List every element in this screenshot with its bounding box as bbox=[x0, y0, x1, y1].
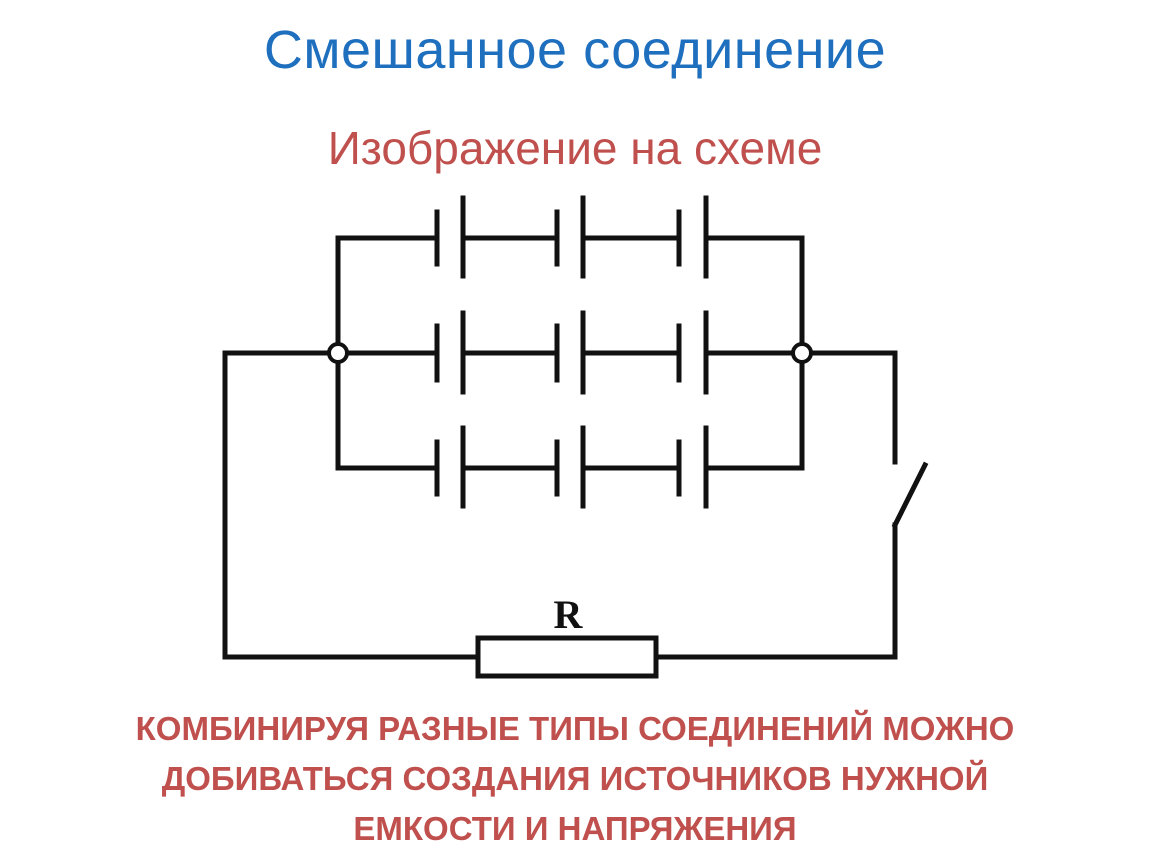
resistor-label: R bbox=[554, 592, 584, 637]
battery-row-1 bbox=[335, 195, 805, 279]
caption-line-1: КОМБИНИРУЯ РАЗНЫЕ ТИПЫ СОЕДИНЕНИЙ МОЖНО bbox=[135, 710, 1015, 747]
caption-line-3: ЕМКОСТИ И НАПРЯЖЕНИЯ bbox=[353, 810, 797, 847]
caption-line-2: ДОБИВАТЬСЯ СОЗДАНИЯ ИСТОЧНИКОВ НУЖНОЙ bbox=[161, 760, 989, 797]
resistor bbox=[475, 635, 659, 679]
slide-subtitle: Изображение на схеме bbox=[327, 122, 823, 174]
junction-node-right bbox=[791, 342, 813, 364]
junction-node-left bbox=[327, 342, 349, 364]
slide-title: Смешанное соединение bbox=[263, 20, 887, 80]
battery-row-2 bbox=[342, 310, 795, 395]
switch-blade bbox=[891, 461, 929, 529]
caption: КОМБИНИРУЯ РАЗНЫЕ ТИПЫ СОЕДИНЕНИЙ МОЖНО … bbox=[0, 704, 1150, 854]
battery-row-3 bbox=[335, 425, 805, 509]
